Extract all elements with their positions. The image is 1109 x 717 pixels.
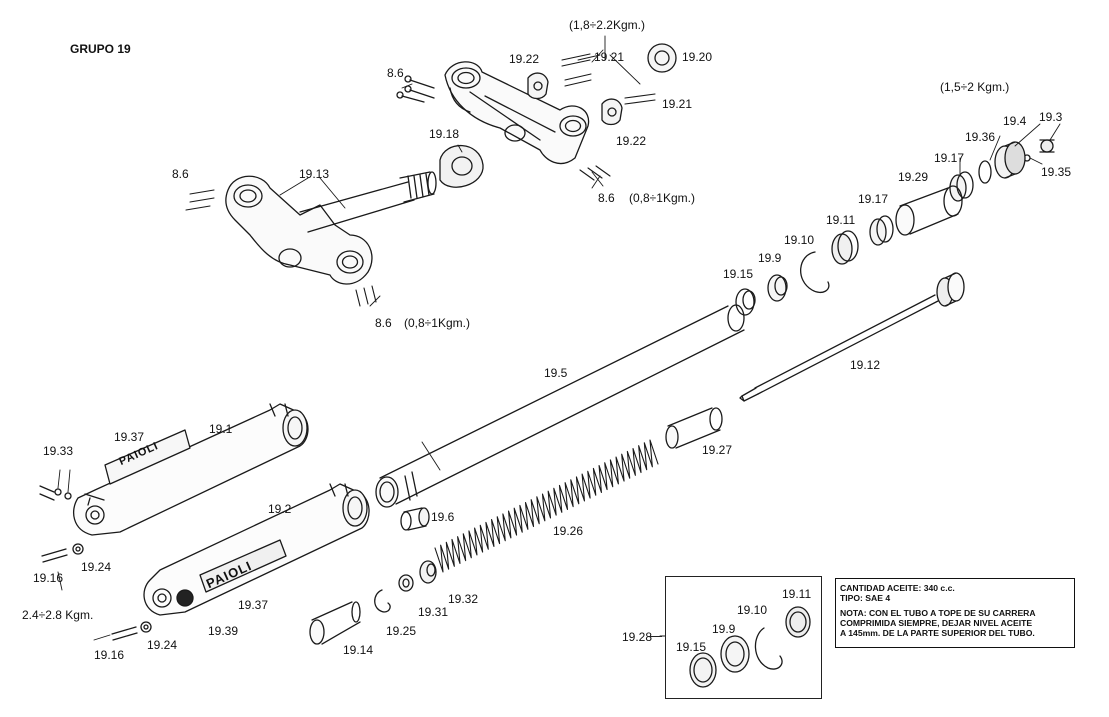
kit-parts [689,606,811,688]
torque-lower-bolts: (0,8÷1Kgm.) [404,316,470,330]
label-19-24-lower: 19.24 [147,638,178,652]
ring-19-18 [439,144,484,188]
label-19-16-upper: 19.16 [33,571,64,585]
kit-label-19-9: 19.9 [712,622,736,636]
oil-note-line2: COMPRIMIDA SIEMPRE, DEJAR NIVEL ACEITE [840,618,1033,628]
label-19-35: 19.35 [1041,165,1072,179]
label-19-20: 19.20 [682,50,713,64]
label-8-6-top: 8.6 [387,66,404,80]
label-19-3: 19.3 [1039,110,1063,124]
label-19-33: 19.33 [43,444,74,458]
label-19-1: 19.1 [209,422,233,436]
clamp-piece-19-22 [527,72,623,126]
label-19-12: 19.12 [850,358,881,372]
label-19-17-upper: 19.17 [934,151,965,165]
label-19-16-lower: 19.16 [94,648,125,662]
oil-note-box: CANTIDAD ACEITE: 340 c.c. TIPO: SAE 4 NO… [835,578,1075,648]
fork-spring-19-26 [434,439,659,573]
lower-clamp-bolts-8-6 [579,165,611,181]
kit-box-19-28 [665,576,822,699]
kit-leader [648,636,662,637]
label-19-22-top: 19.22 [509,52,540,66]
fork-leg-19-2 [143,483,370,616]
label-19-28: 19.28 [622,630,653,644]
tapered-part-19-14 [309,601,361,645]
kit-label-19-10: 19.10 [737,603,768,617]
top-cap-assembly [735,139,1055,316]
upper-triple-clamp [444,61,590,165]
steering-nut-19-20 [647,43,677,73]
lower-triple-clamp-19-13 [225,171,437,285]
label-19-21-top: 19.21 [594,50,625,64]
label-19-25: 19.25 [386,624,417,638]
label-19-2: 19.2 [268,502,292,516]
small-parts-lower [374,560,437,613]
damper-rod-19-12 [739,272,965,402]
kit-label-19-15: 19.15 [676,640,707,654]
bushing-19-27 [665,407,723,449]
leader-lines [57,35,1061,641]
label-8-6-left: 8.6 [172,167,189,181]
label-19-9: 19.9 [758,251,782,265]
stanchion-tube-19-5 [375,304,745,508]
label-19-10: 19.10 [784,233,815,247]
label-8-6-bottom: 8.6 [375,316,392,330]
label-19-15: 19.15 [723,267,754,281]
oil-quantity: CANTIDAD ACEITE: 340 c.c. [840,583,955,593]
bolts-19-33 [39,485,72,501]
clamp-bolts-19-21 [561,53,656,105]
label-19-6: 19.6 [431,510,455,524]
label-19-22-lower: 19.22 [616,134,647,148]
label-19-32: 19.32 [448,592,479,606]
label-19-36: 19.36 [965,130,996,144]
torque-upper-bolts: (0,8÷1Kgm.) [629,191,695,205]
bushing-19-6 [400,507,430,531]
kit-label-19-11: 19.11 [782,587,812,601]
group-title: GRUPO 19 [70,42,131,56]
oil-note-line1: NOTA: CON EL TUBO A TOPE DE SU CARRERA [840,608,1036,618]
label-19-13: 19.13 [299,167,330,181]
label-19-24-upper: 19.24 [81,560,112,574]
label-19-4: 19.4 [1003,114,1027,128]
label-19-37-upper: 19.37 [114,430,145,444]
torque-axle-bolts: 2.4÷2.8 Kgm. [22,608,94,622]
label-19-26: 19.26 [553,524,584,538]
torque-cap: (1,5÷2 Kgm.) [940,80,1010,94]
label-19-14: 19.14 [343,643,374,657]
washers-and-bolts [41,543,152,641]
label-19-17-lower: 19.17 [858,192,889,206]
label-19-5: 19.5 [544,366,568,380]
label-19-18: 19.18 [429,127,460,141]
bottom-bolts-8-6 [355,285,377,307]
left-bolts-8-6 [185,189,215,211]
label-19-31: 19.31 [418,605,449,619]
fork-leg-19-1 [72,403,309,536]
oil-type: TIPO: SAE 4 [840,593,891,603]
label-19-27: 19.27 [702,443,733,457]
label-19-21-lower: 19.21 [662,97,693,111]
label-19-37-lower: 19.37 [238,598,269,612]
label-8-6-right: 8.6 [598,191,615,205]
upper-clamp-bolts-8-6 [396,75,435,103]
label-19-11: 19.11 [826,213,856,227]
sticker-19-37-upper [104,429,191,485]
label-19-39: 19.39 [208,624,239,638]
oil-note-line3: A 145mm. DE LA PARTE SUPERIOR DEL TUBO. [840,628,1035,638]
torque-top-clamp: (1,8÷2.2Kgm.) [569,18,645,32]
label-19-29: 19.29 [898,170,929,184]
